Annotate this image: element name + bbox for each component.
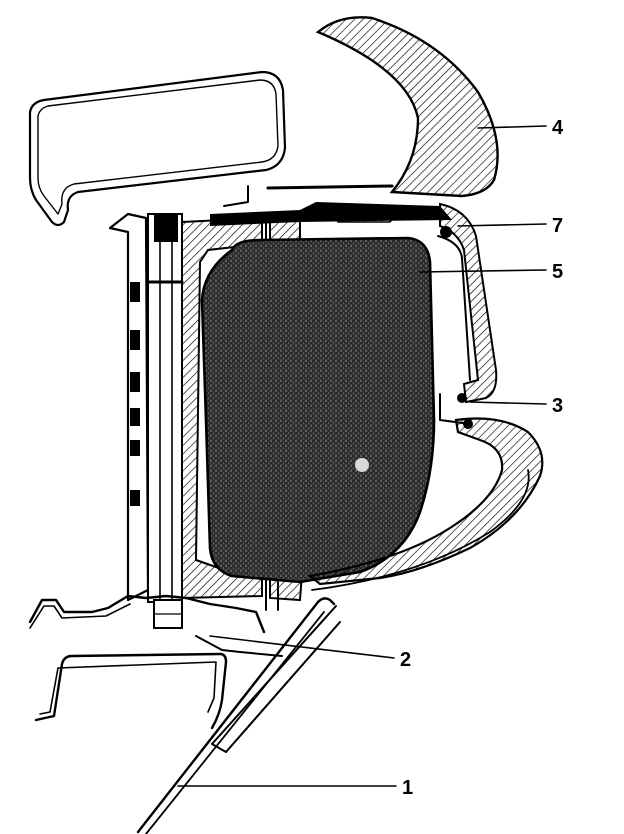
top-bar (266, 184, 394, 190)
lower-rail (34, 635, 283, 730)
callout-label-5: 5 (552, 261, 563, 283)
callout-label-3: 3 (552, 395, 563, 417)
callout-labels: 1 2 3 4 5 7 (400, 117, 564, 799)
side-shell (437, 202, 498, 404)
upper-panel (28, 70, 287, 227)
callout-label-7: 7 (552, 215, 563, 237)
cover-cap-4 (315, 16, 499, 198)
leader-line-5 (419, 269, 547, 273)
leader-line-4 (477, 125, 547, 129)
callout-label-1: 1 (402, 777, 413, 799)
base-bracket (28, 594, 266, 634)
diagonal-strut (136, 581, 341, 834)
callout-label-2: 2 (400, 649, 411, 671)
left-frame (108, 212, 184, 603)
leader-line-7 (457, 223, 547, 227)
leader-lines (177, 125, 547, 787)
top-hook (223, 185, 249, 207)
core-block-5 (200, 236, 436, 584)
leader-line-3 (469, 401, 547, 405)
leader-line-2 (209, 635, 395, 659)
lower-bowl (307, 393, 544, 591)
callout-label-4: 4 (552, 117, 564, 139)
